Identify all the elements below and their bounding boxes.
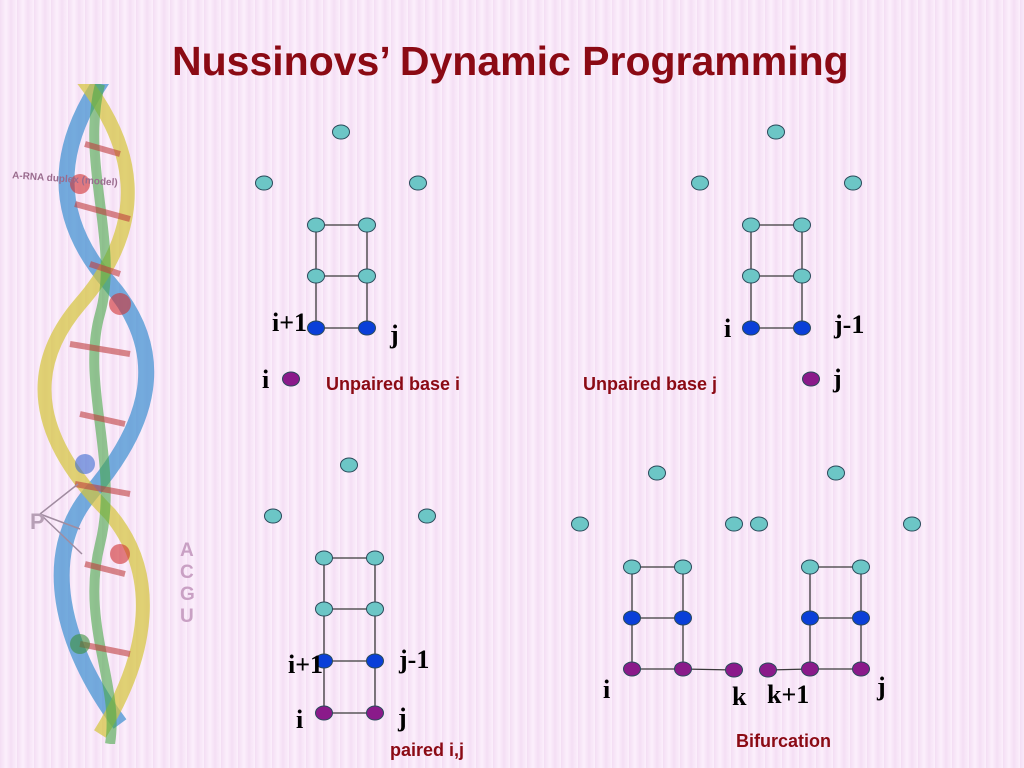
nucleotide-a: A [180,540,194,561]
label-j: j [877,672,886,701]
node-unpaired [315,550,333,566]
node-unpaired [255,175,273,191]
label-i: i [296,705,304,734]
node-paired [358,320,376,336]
caption-bifurcation: Bifurcation [736,731,832,751]
rna-helix-image: A-RNA duplex (model) P A C G U [0,38,215,745]
node-terminal [759,662,777,678]
label-j: j [398,703,407,732]
node-paired [674,610,692,626]
node-paired [366,653,384,669]
label-i-plus-1: i+1 [272,308,308,337]
node-terminal [725,662,743,678]
node-unpaired [801,559,819,575]
node-paired [852,610,870,626]
node-unpaired [750,516,768,532]
node-unpaired [264,508,282,524]
label-i: i [262,365,270,394]
node-unpaired [674,559,692,575]
node-terminal [282,371,300,387]
node-unpaired [307,268,325,284]
node-unpaired [307,217,325,233]
node-unpaired [742,268,760,284]
node-unpaired [648,465,666,481]
nucleotide-u: U [180,606,194,627]
node-unpaired [725,516,743,532]
node-unpaired [793,268,811,284]
phosphate-label: P [30,509,45,534]
node-unpaired [571,516,589,532]
label-k-plus-1: k+1 [767,680,810,709]
node-unpaired [366,550,384,566]
node-paired [801,610,819,626]
node-terminal [852,661,870,677]
node-unpaired [315,601,333,617]
node-terminal [366,705,384,721]
nucleotide-g: G [180,584,195,605]
label-j-minus-1: j-1 [399,645,430,674]
node-terminal [315,705,333,721]
node-terminal [802,371,820,387]
caption-paired: paired i,j [390,740,465,760]
node-terminal [674,661,692,677]
label-j: j [390,320,399,349]
node-unpaired [903,516,921,532]
rna-helix-graphic [37,38,155,745]
caption-unpaired-base-i: Unpaired base i [326,374,461,394]
label-j: j [833,364,842,393]
node-unpaired [418,508,436,524]
node-unpaired [767,124,785,140]
node-unpaired [742,217,760,233]
node-unpaired [358,217,376,233]
label-i: i [603,675,611,704]
node-unpaired [409,175,427,191]
node-unpaired [332,124,350,140]
node-terminal [623,661,641,677]
node-unpaired [793,217,811,233]
node-paired [623,610,641,626]
label-i-plus-1: i+1 [288,650,324,679]
nucleotide-c: C [180,562,194,583]
node-unpaired [366,601,384,617]
node-paired [315,653,333,669]
node-unpaired [852,559,870,575]
node-paired [793,320,811,336]
node-unpaired [691,175,709,191]
node-paired [742,320,760,336]
node-unpaired [623,559,641,575]
caption-unpaired-base-j: Unpaired base j [583,374,718,394]
node-terminal [801,661,819,677]
node-unpaired [827,465,845,481]
node-unpaired [358,268,376,284]
node-unpaired [844,175,862,191]
label-j-minus-1: j-1 [834,310,865,339]
label-k: k [732,682,747,711]
label-i: i [724,314,732,343]
node-unpaired [340,457,358,473]
node-paired [307,320,325,336]
page-title: Nussinovs’ Dynamic Programming [172,38,849,84]
